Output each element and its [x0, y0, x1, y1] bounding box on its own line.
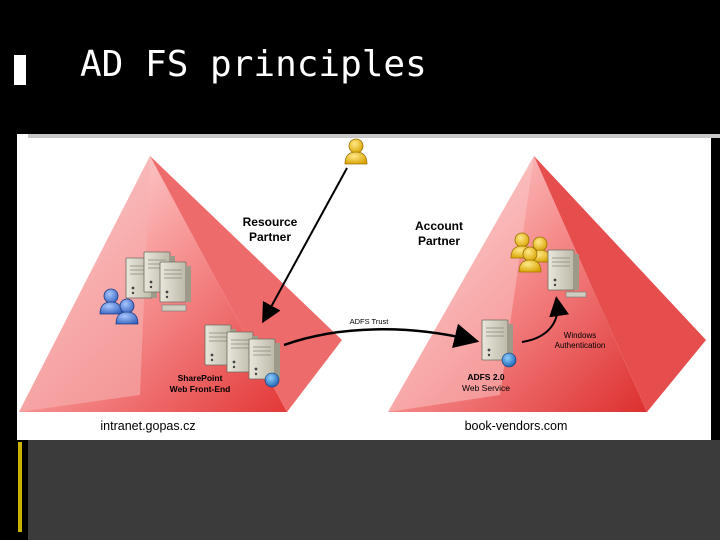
account-partner-label-line2: Partner: [418, 234, 460, 248]
windows-auth-label-line2: Authentication: [555, 341, 606, 350]
server-icon: [543, 245, 580, 291]
server-icon: [155, 257, 192, 303]
globe-icon: [264, 372, 280, 388]
sharepoint-label-line1: SharePoint: [178, 373, 223, 383]
sharepoint-label-line2: Web Front-End: [170, 384, 231, 394]
keyboard-icon: [161, 304, 187, 312]
adfs-label-line1: ADFS 2.0: [467, 372, 505, 382]
resource-partner-label-line2: Partner: [249, 230, 291, 244]
server-icon: [244, 334, 281, 380]
top-gray-edge: [28, 134, 720, 138]
resource-partner-pyramid-left: [19, 156, 150, 412]
left-domain-label: intranet.gopas.cz: [100, 419, 195, 433]
windows-auth-arrow: [521, 296, 569, 343]
sharepoint-server-group: [200, 320, 281, 388]
slide-title: AD FS principles: [80, 44, 427, 85]
resource-server-group: [121, 247, 192, 312]
right-domain-label: book-vendors.com: [465, 419, 568, 433]
resource-partner-label-line1: Resource: [243, 215, 298, 229]
left-accent-bar-top: [14, 55, 26, 85]
adfs-label-line2: Web Service: [462, 383, 510, 393]
account-partner-label-line1: Account: [415, 219, 463, 233]
account-partner-pyramid-face: [534, 156, 706, 412]
resource-partner-pyramid-face: [150, 156, 342, 412]
globe-icon: [501, 352, 517, 368]
adfs-trust-label: ADFS Trust: [350, 317, 390, 326]
windows-auth-label-line1: Windows: [564, 331, 596, 340]
user-to-sharepoint-arrow: [262, 167, 348, 324]
adfs-trust-arrow: [283, 323, 480, 349]
bottom-panel: [28, 440, 720, 540]
keyboard-icon: [565, 291, 587, 298]
left-accent-bar-bottom: [18, 442, 22, 532]
